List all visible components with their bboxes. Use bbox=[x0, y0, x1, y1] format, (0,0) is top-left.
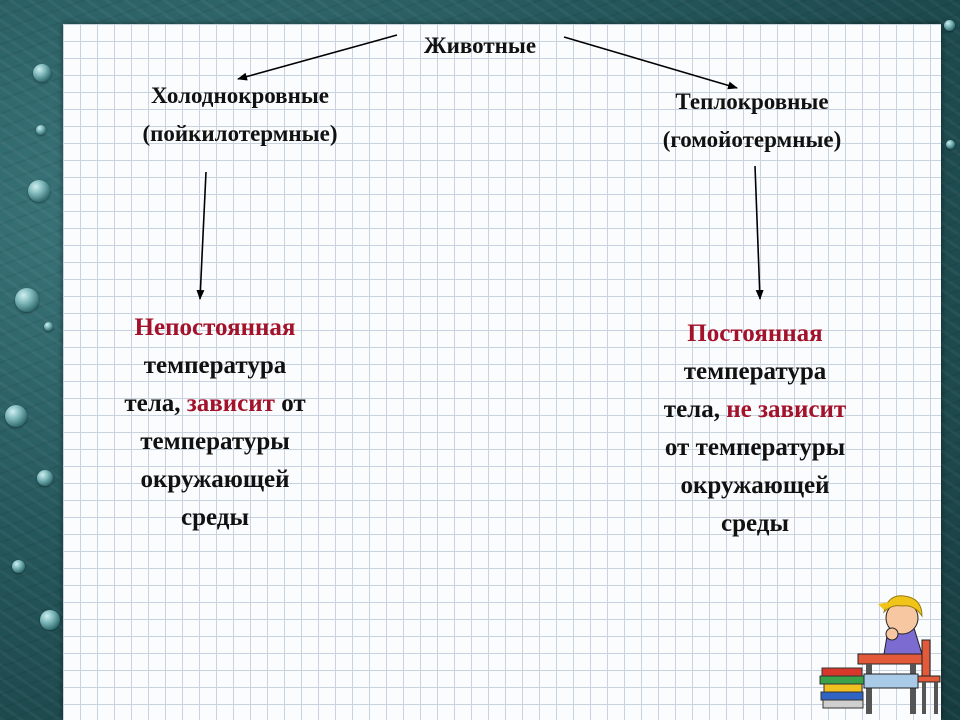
left-desc-line1: Непостоянная bbox=[134, 314, 296, 341]
left-desc-line2: температура bbox=[143, 352, 287, 379]
root-node-animals: Животные bbox=[423, 33, 537, 58]
right-desc-line1: Постоянная bbox=[687, 320, 823, 347]
left-desc-line6: среды bbox=[181, 504, 249, 531]
water-drop-icon bbox=[944, 20, 955, 31]
left-desc-line5: окружающей bbox=[140, 466, 290, 493]
right-desc-line3: тела, не зависит bbox=[663, 396, 847, 423]
left-category-title: Холоднокровные (пойкилотермные) bbox=[90, 77, 390, 153]
arrow-root-to-left bbox=[237, 34, 398, 81]
right-title-line2: (гомойотермные) bbox=[662, 127, 842, 152]
right-desc-line5: окружающей bbox=[680, 472, 830, 499]
right-description: Постоянная температура тела, не зависит … bbox=[605, 315, 905, 543]
arrow-right-down bbox=[754, 165, 764, 300]
water-drop-icon bbox=[37, 470, 53, 486]
left-desc-line4: температуры bbox=[140, 428, 290, 455]
water-drop-icon bbox=[28, 180, 50, 202]
water-drop-icon bbox=[40, 610, 60, 630]
right-category-title: Теплокровные (гомойотермные) bbox=[602, 83, 902, 159]
right-desc-line4: от температуры bbox=[664, 434, 846, 461]
water-drop-icon bbox=[44, 322, 53, 331]
left-title-line1: Холоднокровные bbox=[150, 83, 330, 108]
water-drop-icon bbox=[33, 64, 51, 82]
right-desc-line6: среды bbox=[721, 510, 789, 537]
water-drop-icon bbox=[15, 288, 39, 312]
water-drop-icon bbox=[12, 560, 25, 573]
student-at-desk-icon bbox=[819, 595, 941, 714]
water-drop-icon bbox=[5, 405, 27, 427]
water-drop-icon bbox=[946, 140, 955, 149]
left-desc-line3: тела, зависит от bbox=[124, 390, 306, 417]
water-drop-icon bbox=[36, 125, 46, 135]
right-title-line1: Теплокровные bbox=[675, 89, 829, 114]
right-desc-line2: температура bbox=[683, 358, 827, 385]
grid-paper bbox=[63, 24, 941, 720]
left-description: Непостоянная температура тела, зависит о… bbox=[70, 309, 360, 537]
left-title-line2: (пойкилотермные) bbox=[142, 121, 338, 146]
arrow-root-to-right bbox=[563, 36, 738, 90]
arrow-left-down bbox=[196, 171, 207, 300]
